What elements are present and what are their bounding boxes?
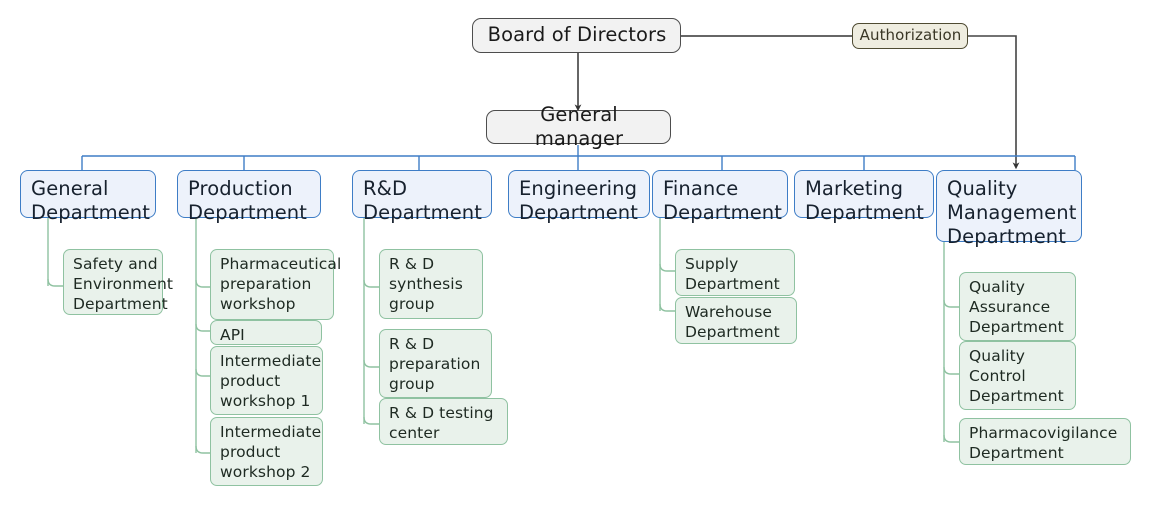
wire-rnd-elbow-3 [363, 416, 379, 425]
node-rnd-department[interactable]: R&D Department [352, 170, 492, 224]
node-intermediate-product-workshop-2[interactable]: Intermediate product workshop 2 [210, 417, 323, 486]
wire-finance-elbow-2 [659, 303, 675, 312]
node-quality-control-department[interactable]: Quality Control Department [959, 341, 1076, 410]
node-engineering-department[interactable]: Engineering Department [508, 170, 650, 224]
wire-production-elbow-2 [195, 323, 210, 332]
wire-rnd-elbow-1 [363, 279, 379, 288]
wire-production-elbow-4 [195, 445, 210, 454]
node-board-of-directors[interactable]: Board of Directors [472, 18, 681, 53]
wire-production-elbow-3 [195, 368, 210, 377]
node-pharmacovigilance-department[interactable]: Pharmacovigilance Department [959, 418, 1131, 465]
node-general-manager[interactable]: General manager [486, 103, 671, 150]
wire-production-elbow-1 [195, 279, 210, 288]
node-warehouse-department[interactable]: Warehouse Department [675, 297, 797, 344]
node-api-workshop[interactable]: API workshop [210, 320, 322, 364]
wire-finance-elbow-1 [659, 263, 675, 272]
node-rnd-testing-center[interactable]: R & D testing center [379, 398, 508, 445]
wire-general-elbow-1 [47, 278, 63, 287]
node-finance-department[interactable]: Finance Department [652, 170, 788, 224]
node-pharmaceutical-preparation-workshop[interactable]: Pharmaceutical preparation workshop [210, 249, 341, 320]
node-production-department[interactable]: Production Department [177, 170, 321, 224]
node-rnd-synthesis-group[interactable]: R & D synthesis group [379, 249, 483, 319]
node-quality-management-department[interactable]: Quality Management Department [936, 170, 1082, 248]
node-rnd-preparation-group[interactable]: R & D preparation group [379, 329, 492, 398]
node-quality-assurance-department[interactable]: Quality Assurance Department [959, 272, 1076, 341]
node-authorization[interactable]: Authorization [852, 23, 968, 49]
wire-rnd-elbow-2 [363, 359, 379, 368]
node-safety-and-environment-department[interactable]: Safety and Environment Department [63, 249, 173, 315]
node-intermediate-product-workshop-1[interactable]: Intermediate product workshop 1 [210, 346, 323, 415]
wire-quality-elbow-3 [943, 434, 959, 443]
node-general-department[interactable]: General Department [20, 170, 156, 224]
node-marketing-department[interactable]: Marketing Department [794, 170, 934, 224]
wire-quality-elbow-2 [943, 366, 959, 375]
node-supply-department[interactable]: Supply Department [675, 249, 795, 296]
wire-quality-elbow-1 [943, 299, 959, 308]
wire-authorization-to-quality [968, 35, 1020, 170]
